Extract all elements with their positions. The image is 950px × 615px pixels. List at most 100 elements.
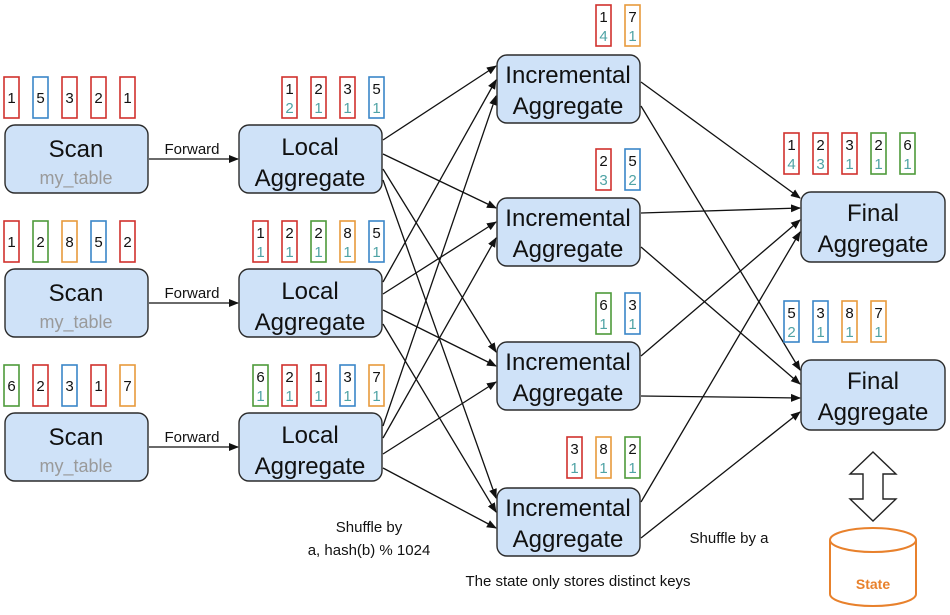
chip-key-text: 3 xyxy=(343,81,351,98)
incremental-aggregate-title-line1: Incremental xyxy=(505,495,630,522)
chip-count-text: 1 xyxy=(285,244,293,261)
scan-node-3[interactable]: Scan my_table xyxy=(4,412,149,482)
chip-count-text: 1 xyxy=(285,388,293,405)
chip-count-text: 4 xyxy=(599,28,607,45)
shuffle-edge-inc3-final2 xyxy=(640,393,801,402)
chip-count-text: 1 xyxy=(628,316,636,333)
chip-box xyxy=(595,148,612,191)
chip-key-text: 5 xyxy=(36,90,44,107)
shuffle-edge-local3-inc1 xyxy=(382,95,497,427)
local-aggregate-node-1[interactable]: Local Aggregate xyxy=(238,124,383,194)
chip-box xyxy=(812,132,829,175)
scan-node-title: Scan xyxy=(49,280,104,307)
chip-count-text: 1 xyxy=(874,156,882,173)
chip-key-text: 7 xyxy=(874,305,882,322)
forward-label-3: Forward xyxy=(164,429,219,446)
scan-node-2[interactable]: Scan my_table xyxy=(4,268,149,338)
chip-box xyxy=(812,300,829,343)
chip-key-text: 2 xyxy=(36,234,44,251)
chip-count-text: 1 xyxy=(372,100,380,117)
shuffle-edge-inc4-final1 xyxy=(640,231,801,503)
chip-box xyxy=(310,76,327,119)
scan-node-subtitle: my_table xyxy=(39,168,112,189)
scan-node-title: Scan xyxy=(49,136,104,163)
shuffle-label-line1: Shuffle by xyxy=(336,519,403,536)
incremental-aggregate-node-3[interactable]: Incremental Aggregate xyxy=(496,341,641,411)
chip-box xyxy=(368,76,385,119)
chip-box xyxy=(368,220,385,263)
chip-key-text: 8 xyxy=(845,305,853,322)
chip-key-text: 1 xyxy=(7,234,15,251)
chip-count-text: 1 xyxy=(256,388,264,405)
chip-box xyxy=(90,220,107,263)
chip-box xyxy=(281,364,298,407)
final-aggregate-title-line1: Final xyxy=(847,200,899,227)
final-aggregate-node-2[interactable]: Final Aggregate xyxy=(800,359,946,431)
chip-key-text: 8 xyxy=(599,441,607,458)
chip-count-text: 1 xyxy=(372,244,380,261)
chip-box xyxy=(783,132,800,175)
shuffle-edge-local1-inc1 xyxy=(382,65,497,141)
local-aggregate-title-line2: Aggregate xyxy=(255,165,366,192)
chip-key-text: 2 xyxy=(314,81,322,98)
chip-box xyxy=(783,300,800,343)
local-aggregate-node-2[interactable]: Local Aggregate xyxy=(238,268,383,338)
chip-count-text: 1 xyxy=(599,460,607,477)
chip-count-text: 3 xyxy=(599,172,607,189)
chip-box xyxy=(368,364,385,407)
shuffle-edge-local3-inc3 xyxy=(382,381,497,455)
chip-box xyxy=(624,292,641,335)
local-aggregate-node-3[interactable]: Local Aggregate xyxy=(238,412,383,482)
chip-key-text: 2 xyxy=(599,153,607,170)
incremental-aggregate-node-4[interactable]: Incremental Aggregate xyxy=(496,487,641,557)
edge-layer xyxy=(149,65,801,539)
shuffle-edge-inc3-final1 xyxy=(640,219,801,357)
chip-count-text: 3 xyxy=(816,156,824,173)
chip-count-text: 4 xyxy=(787,156,795,173)
chip-box xyxy=(281,220,298,263)
chip-box xyxy=(870,300,887,343)
chip-key-text: 8 xyxy=(65,234,73,251)
shuffle-edge-inc4-final2 xyxy=(640,411,801,539)
scan-node-1[interactable]: Scan my_table xyxy=(4,124,149,194)
chip-box xyxy=(566,436,583,479)
chip-key-text: 2 xyxy=(314,225,322,242)
shuffle-edge-local2-inc1 xyxy=(382,79,497,283)
chip-count-text: 1 xyxy=(628,28,636,45)
chip-count-text: 1 xyxy=(256,244,264,261)
chip-key-text: 2 xyxy=(94,90,102,107)
forward-label-1: Forward xyxy=(164,141,219,158)
chip-box xyxy=(61,364,78,407)
shuffle-edge-inc2-final2 xyxy=(640,246,801,385)
chip-key-text: 1 xyxy=(7,90,15,107)
final-aggregate-title-line1: Final xyxy=(847,368,899,395)
shuffle-edge-local2-inc2 xyxy=(382,221,497,295)
chip-box xyxy=(624,436,641,479)
scan-node-title: Scan xyxy=(49,424,104,451)
incremental-aggregate-node-1[interactable]: Incremental Aggregate xyxy=(496,54,641,124)
chip-key-text: 1 xyxy=(123,90,131,107)
chip-key-text: 2 xyxy=(874,137,882,154)
local-aggregate-title-line1: Local xyxy=(281,422,338,449)
chip-count-text: 1 xyxy=(343,388,351,405)
chip-key-text: 2 xyxy=(123,234,131,251)
state-storage-icon: State xyxy=(829,527,917,607)
final-aggregate-node-1[interactable]: Final Aggregate xyxy=(800,191,946,263)
shuffle-edge-inc1-final1 xyxy=(640,81,801,199)
scan-node-subtitle: my_table xyxy=(39,312,112,333)
chip-key-text: 2 xyxy=(628,441,636,458)
chip-count-text: 1 xyxy=(816,324,824,341)
shuffle-edge-inc1-final2 xyxy=(640,105,801,371)
state-note: The state only stores distinct keys xyxy=(465,573,690,590)
chip-key-text: 2 xyxy=(285,369,293,386)
chip-key-text: 7 xyxy=(123,378,131,395)
shuffle-edge-inc2-final1 xyxy=(640,204,801,214)
incremental-aggregate-node-2[interactable]: Incremental Aggregate xyxy=(496,197,641,267)
